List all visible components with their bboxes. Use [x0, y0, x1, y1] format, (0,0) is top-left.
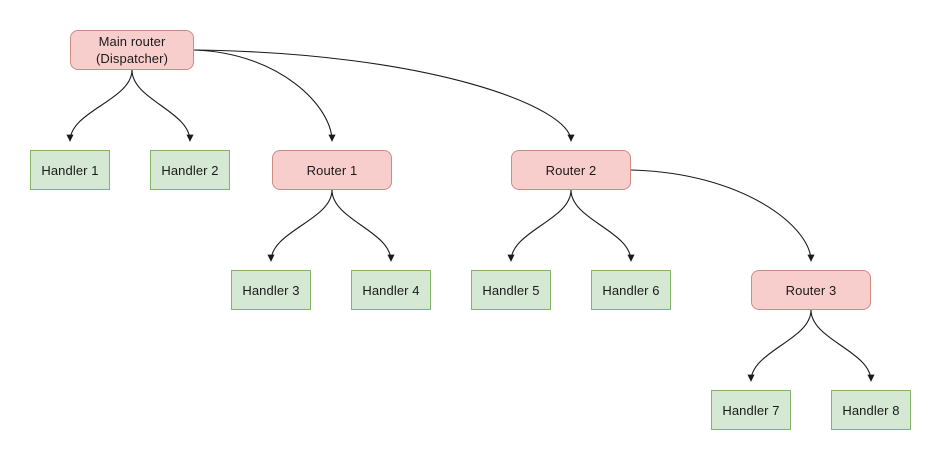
node-label-main: Main router (Dispatcher)	[96, 34, 168, 66]
node-label-router2: Router 2	[545, 162, 597, 178]
node-handler1[interactable]: Handler 1	[30, 150, 110, 190]
node-label-handler3: Handler 3	[242, 282, 300, 298]
node-handler8[interactable]: Handler 8	[831, 390, 911, 430]
node-label-handler2: Handler 2	[161, 162, 219, 178]
edge-router3-to-handler7	[747, 309, 812, 382]
node-handler7[interactable]: Handler 7	[711, 390, 791, 430]
node-label-router1: Router 1	[306, 162, 358, 178]
node-handler2[interactable]: Handler 2	[150, 150, 230, 190]
node-handler4[interactable]: Handler 4	[351, 270, 431, 310]
edge-main-to-handler2	[131, 69, 194, 142]
node-handler5[interactable]: Handler 5	[471, 270, 551, 310]
node-label-handler5: Handler 5	[482, 282, 540, 298]
edge-router1-to-handler4	[331, 189, 395, 262]
node-label-router3: Router 3	[785, 282, 837, 298]
edge-main-to-router1	[193, 49, 336, 142]
node-router3[interactable]: Router 3	[751, 270, 871, 310]
edge-router2-to-handler5	[507, 189, 572, 262]
node-label-handler8: Handler 8	[842, 402, 900, 418]
node-main[interactable]: Main router (Dispatcher)	[70, 30, 194, 70]
node-label-handler6: Handler 6	[602, 282, 660, 298]
edge-router3-to-handler8	[810, 309, 875, 382]
edge-main-to-handler1	[66, 69, 133, 142]
edge-router2-to-router3	[630, 169, 815, 262]
node-label-handler1: Handler 1	[41, 162, 99, 178]
edges-group	[66, 49, 875, 382]
edge-main-to-router2	[193, 49, 575, 142]
node-label-handler7: Handler 7	[722, 402, 780, 418]
edge-router1-to-handler3	[267, 189, 333, 262]
node-router2[interactable]: Router 2	[511, 150, 631, 190]
node-handler6[interactable]: Handler 6	[591, 270, 671, 310]
edge-router2-to-handler6	[570, 189, 635, 262]
node-handler3[interactable]: Handler 3	[231, 270, 311, 310]
node-router1[interactable]: Router 1	[272, 150, 392, 190]
node-label-handler4: Handler 4	[362, 282, 420, 298]
